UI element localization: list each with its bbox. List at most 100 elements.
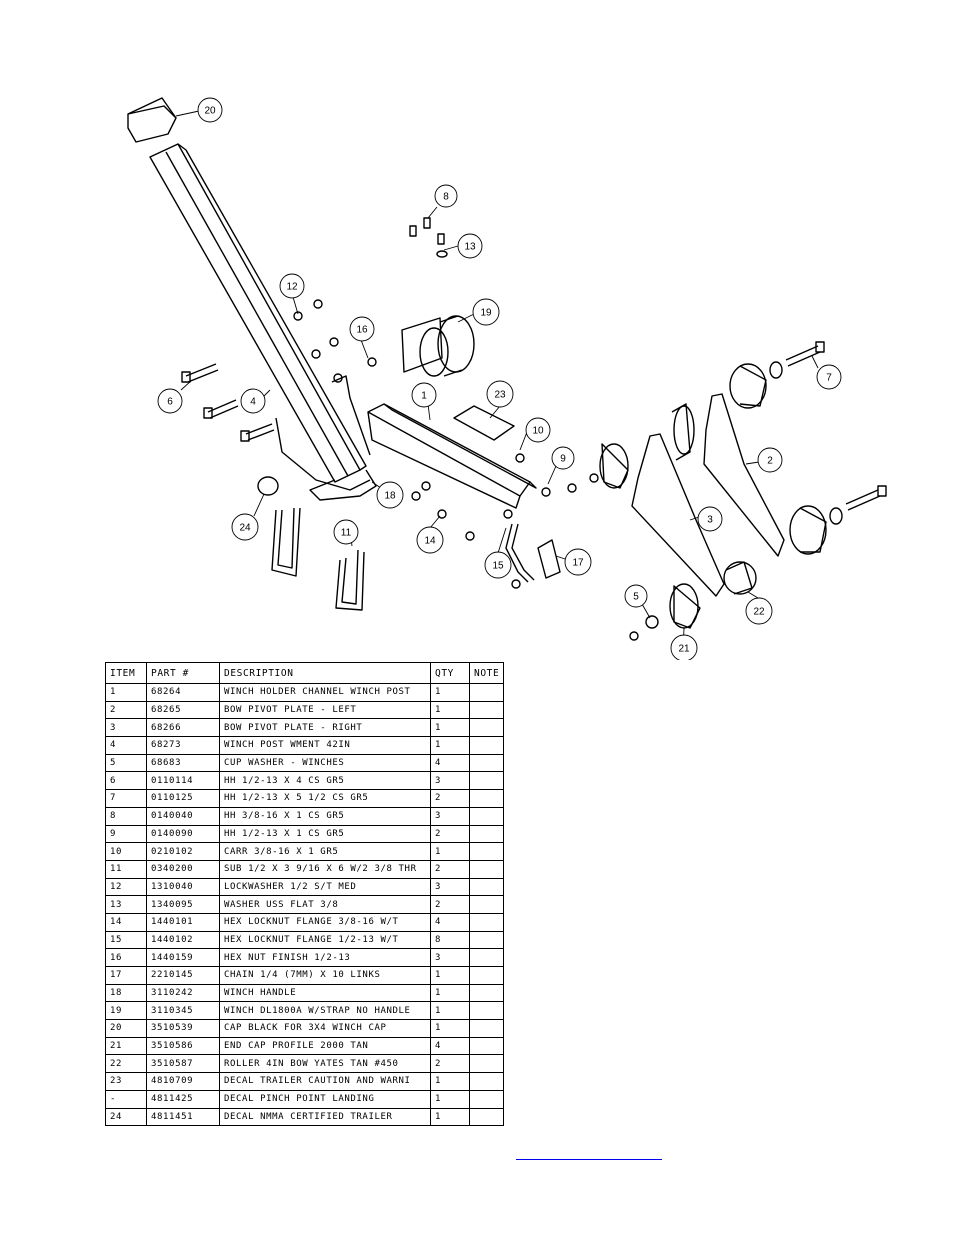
cell-qty: 3 bbox=[430, 877, 470, 897]
callout-label: 10 bbox=[532, 426, 544, 437]
cell-description: WASHER USS FLAT 3/8 bbox=[219, 895, 431, 914]
cell-qty: 2 bbox=[430, 824, 470, 844]
cell-note bbox=[468, 1089, 505, 1109]
col-header-note: NOTE bbox=[468, 662, 505, 684]
callout-label: 15 bbox=[492, 561, 504, 572]
cell-part: 0140040 bbox=[146, 806, 220, 826]
callout-circle bbox=[670, 634, 698, 660]
callout-circle bbox=[240, 388, 266, 414]
cell-item: 7 bbox=[105, 789, 147, 808]
cell-item: 10 bbox=[105, 842, 147, 861]
col-header-description: DESCRIPTION bbox=[219, 662, 431, 684]
decal-part bbox=[257, 476, 279, 496]
cell-item: 8 bbox=[105, 806, 147, 826]
callout-label: 19 bbox=[480, 308, 492, 319]
cell-note bbox=[468, 859, 505, 879]
cell-description: HEX NUT FINISH 1/2-13 bbox=[219, 948, 431, 967]
cell-qty: 2 bbox=[430, 789, 470, 808]
callout-23: 23 bbox=[486, 380, 514, 408]
cell-note bbox=[468, 824, 505, 844]
cell-part: 1310040 bbox=[146, 877, 220, 897]
cell-note bbox=[468, 1054, 505, 1074]
cell-qty: 1 bbox=[430, 966, 470, 985]
footer-link[interactable] bbox=[516, 1144, 662, 1160]
cell-item: 3 bbox=[105, 718, 147, 738]
winch-part bbox=[401, 315, 475, 377]
cell-note bbox=[468, 1107, 505, 1127]
callout-label: 22 bbox=[753, 607, 765, 618]
callout-label: 5 bbox=[633, 592, 639, 603]
cell-qty: 1 bbox=[430, 983, 470, 1003]
cell-item: - bbox=[105, 1089, 147, 1109]
cell-part: 3510586 bbox=[146, 1036, 220, 1056]
cell-part: 4811425 bbox=[146, 1089, 220, 1109]
cell-note bbox=[468, 1036, 505, 1056]
callout-3: 3 bbox=[697, 506, 723, 532]
cell-part: 2210145 bbox=[146, 966, 220, 985]
cell-note bbox=[468, 966, 505, 985]
cell-qty: 1 bbox=[430, 842, 470, 861]
cell-qty: 1 bbox=[430, 683, 470, 702]
cell-part: 0340200 bbox=[146, 859, 220, 879]
callout-circle bbox=[457, 233, 483, 259]
cell-part: 3510587 bbox=[146, 1054, 220, 1074]
callout-14: 14 bbox=[416, 526, 444, 554]
cell-note bbox=[468, 895, 505, 914]
callout-24: 24 bbox=[231, 513, 259, 541]
callout-circle bbox=[231, 513, 259, 541]
cell-description: CAP BLACK FOR 3X4 WINCH CAP bbox=[219, 1019, 431, 1038]
cell-item: 2 bbox=[105, 700, 147, 720]
cell-qty: 1 bbox=[430, 1089, 470, 1109]
cell-item: 24 bbox=[105, 1107, 147, 1127]
callout-label: 4 bbox=[250, 397, 256, 408]
cell-part: 1440159 bbox=[146, 948, 220, 967]
cell-note bbox=[468, 771, 505, 791]
cell-note bbox=[468, 1072, 505, 1091]
callout-12: 12 bbox=[279, 273, 305, 299]
callout-circle bbox=[816, 364, 842, 390]
cell-qty: 4 bbox=[430, 912, 470, 932]
callout-label: 16 bbox=[356, 325, 368, 336]
winch-post-cap-part bbox=[127, 97, 177, 143]
cell-note bbox=[468, 842, 505, 861]
callout-circle bbox=[349, 316, 375, 342]
callout-circle bbox=[279, 273, 305, 299]
cell-item: 13 bbox=[105, 895, 147, 914]
cell-item: 4 bbox=[105, 736, 147, 755]
callout-1: 1 bbox=[411, 382, 437, 408]
cell-note bbox=[468, 912, 505, 932]
cell-part: 4811451 bbox=[146, 1107, 220, 1127]
callout-circle bbox=[564, 548, 592, 576]
cell-part: 68266 bbox=[146, 718, 220, 738]
col-header-part: PART # bbox=[146, 662, 220, 684]
end-cap-part bbox=[599, 363, 827, 629]
cell-description: CARR 3/8-16 X 1 GR5 bbox=[219, 842, 431, 861]
cell-qty: 2 bbox=[430, 859, 470, 879]
callout-circle bbox=[484, 551, 512, 579]
cell-item: 5 bbox=[105, 753, 147, 773]
callout-circle bbox=[472, 298, 500, 326]
cell-item: 12 bbox=[105, 877, 147, 897]
cell-qty: 8 bbox=[430, 930, 470, 950]
cell-qty: 1 bbox=[430, 700, 470, 720]
cell-qty: 1 bbox=[430, 736, 470, 755]
callout-11: 11 bbox=[333, 519, 359, 545]
callout-circle bbox=[376, 481, 404, 509]
cell-part: 68265 bbox=[146, 700, 220, 720]
callout-2: 2 bbox=[757, 447, 783, 473]
cell-description: CUP WASHER - WINCHES bbox=[219, 753, 431, 773]
cell-item: 14 bbox=[105, 912, 147, 932]
cell-part: 0140090 bbox=[146, 824, 220, 844]
